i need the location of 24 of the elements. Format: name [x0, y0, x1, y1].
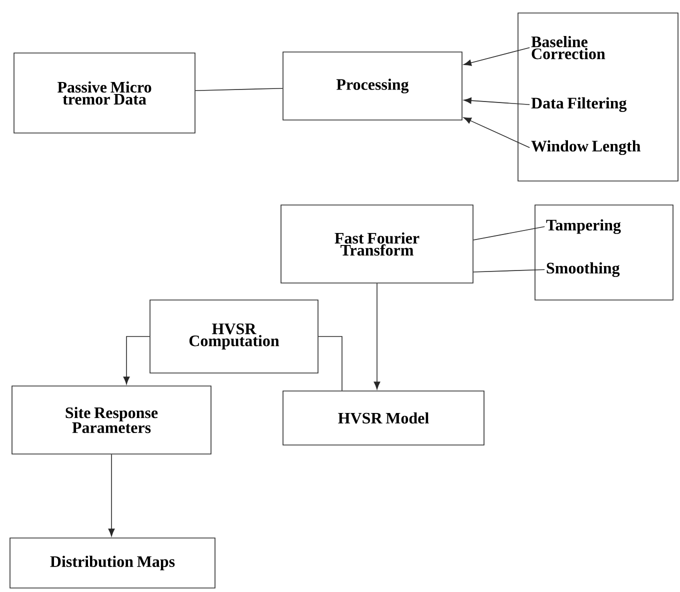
arrow	[374, 283, 380, 390]
arrow	[464, 97, 530, 105]
connector-line	[473, 269, 545, 272]
process-box: Site Response Parameters	[12, 386, 212, 454]
group-box	[518, 12, 678, 182]
step-label: Baseline Correction	[531, 36, 606, 60]
arrow	[464, 47, 530, 66]
step-label: Window Length	[531, 140, 640, 155]
connector-line	[318, 336, 342, 391]
process-box: Distribution Maps	[10, 538, 216, 588]
step-label: Tampering	[546, 219, 621, 234]
process-box: Passive Micro tremor Data	[14, 52, 196, 134]
process-box: Processing	[282, 52, 462, 120]
connector-line	[195, 88, 283, 92]
group-box	[534, 204, 674, 300]
arrow	[463, 117, 530, 148]
process-box: HVSR Model	[282, 390, 484, 446]
step-label: Smoothing	[546, 262, 620, 277]
process-box: HVSR Computation	[150, 300, 318, 374]
process-box: Fast Fourier Transform	[280, 204, 474, 284]
step-label: Data Filtering	[531, 97, 627, 112]
arrow	[123, 336, 150, 384]
connector-line	[473, 226, 545, 240]
arrow	[108, 454, 115, 536]
